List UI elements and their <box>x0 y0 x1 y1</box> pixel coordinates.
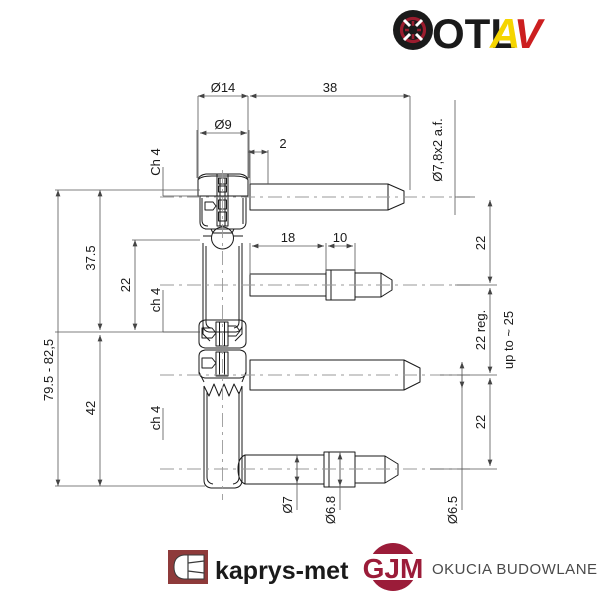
partner-logos: kaprys-met GJM OKUCIA BUDOWLANE <box>168 543 598 591</box>
knuckle-middle <box>198 319 247 349</box>
dim-22-mid: 22 <box>118 278 133 292</box>
barrel-upper <box>199 195 247 230</box>
gjm-circle-icon <box>369 543 417 591</box>
kaprys-met-label: kaprys-met <box>215 557 349 585</box>
body-middle <box>202 226 243 342</box>
dim-10: 10 <box>333 230 347 245</box>
dim-ch4-low: ch 4 <box>148 406 163 431</box>
axis-centerlines <box>160 170 470 500</box>
kaprys-met-logo: kaprys-met <box>168 550 349 585</box>
otlav-ring-icon <box>393 10 433 50</box>
dim-dia6-8: Ø6.8 <box>323 496 338 524</box>
dim-22-reg: 22 reg. <box>473 310 488 350</box>
dim-ch4-mid: ch 4 <box>148 288 163 313</box>
dim-overall: 79.5 - 82,5 <box>41 339 56 401</box>
pin-4 <box>237 451 399 488</box>
dim-22-right-bottom: 22 <box>473 415 488 429</box>
dim-42: 42 <box>83 401 98 415</box>
dim-2: 2 <box>279 136 286 151</box>
dim-thread: Ø7,8x2 a.f. <box>430 118 445 182</box>
dim-18: 18 <box>281 230 295 245</box>
dim-22-right-top: 22 <box>473 236 488 250</box>
otlav-logo: OTL A V <box>393 10 545 56</box>
dim-38: 38 <box>323 80 337 95</box>
gjm-logo: GJM OKUCIA BUDOWLANE <box>363 543 598 591</box>
dim-dia14: Ø14 <box>211 80 236 95</box>
gjm-tagline: OKUCIA BUDOWLANE <box>432 561 598 578</box>
dim-37-5: 37.5 <box>83 245 98 270</box>
dimension-lines <box>55 93 497 510</box>
dim-dia9: Ø9 <box>214 117 231 132</box>
dim-dia6-5: Ø6.5 <box>445 496 460 524</box>
otlav-text-a: A <box>489 10 520 56</box>
dim-ch4-top: Ch 4 <box>148 148 163 175</box>
otlav-text-otl: OTL <box>432 10 516 56</box>
knuckle-upper <box>197 173 249 197</box>
dimension-labels: Ø14 38 Ø9 2 Ch 4 Ø7,8x2 a.f. 79.5 - 82,5… <box>41 80 516 524</box>
otlav-text-v: V <box>514 10 545 56</box>
dim-up-to-25: up to ~ 25 <box>501 311 516 369</box>
gjm-label: GJM <box>363 553 424 584</box>
dim-dia7: Ø7 <box>280 496 295 513</box>
hexagon-solid-icon <box>168 550 208 584</box>
